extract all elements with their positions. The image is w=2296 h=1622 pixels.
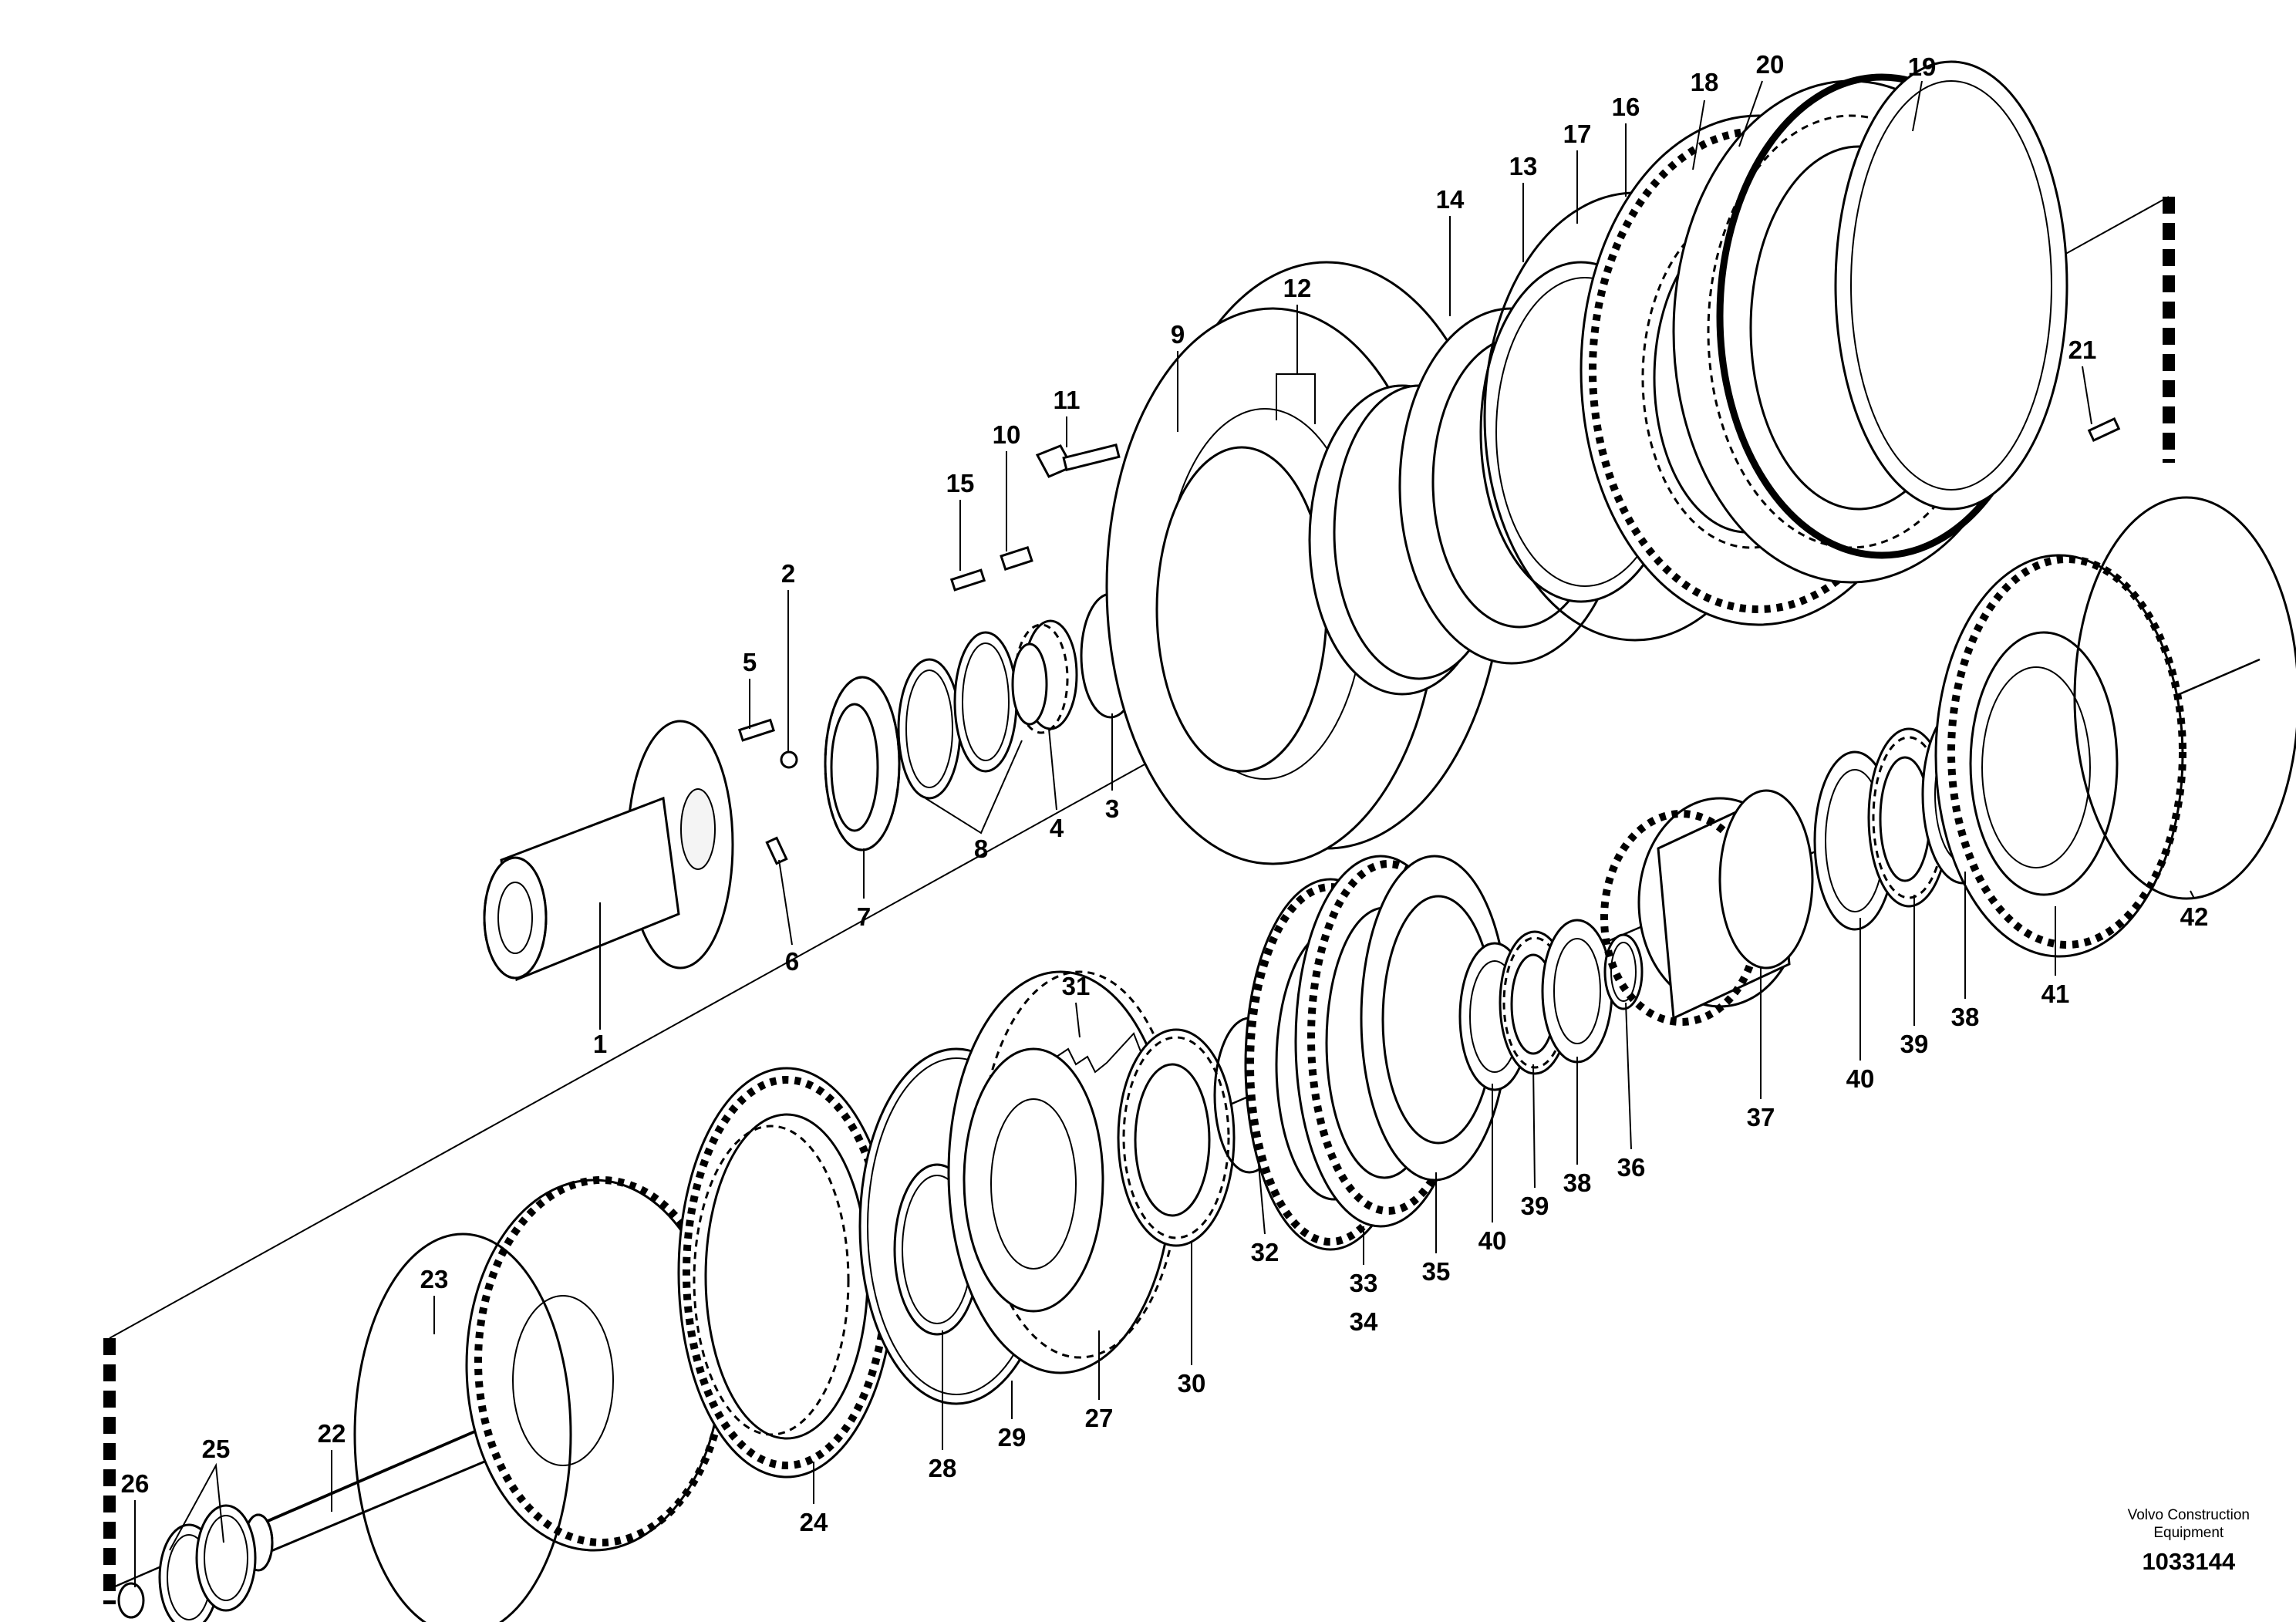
callout-34: 34 — [1350, 1307, 1378, 1336]
part-4-needle-bearing — [1011, 619, 1078, 734]
callout-15: 15 — [946, 469, 975, 497]
callout-9: 9 — [1171, 320, 1185, 349]
part-6-pin — [765, 836, 788, 865]
callout-4: 4 — [1050, 814, 1064, 842]
part-23-snap-ring — [353, 1233, 572, 1622]
callout-19: 19 — [1908, 52, 1937, 81]
callout-37: 37 — [1747, 1103, 1775, 1131]
part-30-plate — [1117, 1028, 1236, 1247]
callout-labels: 1 2 3 4 5 6 7 8 9 10 11 12 13 14 15 16 1… — [121, 50, 2209, 1536]
callout-11: 11 — [1054, 386, 1081, 414]
callout-6: 6 — [785, 947, 799, 976]
callout-38-lower: 38 — [1563, 1168, 1592, 1197]
callout-12: 12 — [1283, 274, 1312, 302]
callout-7: 7 — [857, 902, 871, 931]
drawing-number: 1033144 — [2142, 1548, 2236, 1575]
callout-2: 2 — [781, 559, 795, 588]
callout-16: 16 — [1612, 93, 1640, 121]
part-36-ring — [1603, 933, 1644, 1010]
callout-41: 41 — [2041, 980, 2070, 1008]
callout-36: 36 — [1617, 1153, 1646, 1182]
callout-17: 17 — [1563, 120, 1592, 148]
callout-14: 14 — [1436, 185, 1465, 214]
callout-42: 42 — [2180, 902, 2209, 931]
lower-assembly — [117, 496, 2296, 1622]
brand-name-line-2: Equipment — [2153, 1525, 2224, 1541]
callout-8: 8 — [974, 835, 988, 863]
part-26-ring — [117, 1582, 145, 1619]
drawing-footer: Volvo Construction Equipment 1033144 — [2128, 1506, 2250, 1576]
part-37-hub — [1600, 789, 1814, 1026]
callout-26: 26 — [121, 1469, 150, 1498]
callout-1: 1 — [593, 1030, 607, 1058]
callout-21: 21 — [2068, 336, 2097, 364]
callout-25: 25 — [202, 1435, 231, 1463]
part-7-ring — [824, 676, 901, 851]
callout-32: 32 — [1251, 1238, 1279, 1266]
part-42-snap-ring — [2073, 496, 2296, 900]
callout-35: 35 — [1422, 1257, 1451, 1286]
callout-28: 28 — [929, 1454, 957, 1482]
callout-33: 33 — [1350, 1269, 1378, 1297]
part-41-gear — [1934, 554, 2186, 958]
part-25-seal-rings — [158, 1504, 257, 1622]
callout-20: 20 — [1756, 50, 1785, 79]
callout-39-upper: 39 — [1900, 1030, 1929, 1058]
callout-13: 13 — [1509, 152, 1538, 180]
part-15-pin — [949, 568, 986, 592]
part-38-washer — [1541, 919, 1613, 1064]
part-8-seal-rings — [897, 631, 1018, 800]
callout-24: 24 — [800, 1508, 828, 1536]
part-19-cover — [1834, 60, 2068, 511]
callout-31: 31 — [1062, 972, 1091, 1000]
part-21-pin — [2087, 417, 2121, 442]
leader-lines — [134, 80, 2195, 1587]
part-35-plate — [1360, 855, 1509, 1182]
callout-22: 22 — [318, 1419, 346, 1448]
part-5-pin — [737, 718, 775, 742]
callout-3: 3 — [1105, 794, 1119, 823]
callout-10: 10 — [993, 420, 1021, 449]
callout-18: 18 — [1691, 68, 1719, 96]
callout-5: 5 — [743, 648, 757, 676]
part-11-bolt — [1035, 443, 1121, 478]
part-2-ball — [780, 750, 798, 769]
callout-39-lower: 39 — [1521, 1192, 1549, 1220]
part-27-piston — [947, 970, 1182, 1374]
callout-38-upper: 38 — [1951, 1003, 1980, 1031]
callout-40-lower: 40 — [1478, 1226, 1507, 1255]
callout-27: 27 — [1085, 1404, 1114, 1432]
part-1-shaft — [483, 720, 734, 982]
callout-40-upper: 40 — [1846, 1064, 1875, 1093]
callout-29: 29 — [998, 1423, 1027, 1452]
callout-23: 23 — [420, 1265, 449, 1293]
brand-name-line-1: Volvo Construction — [2127, 1507, 2250, 1523]
part-10-pin — [1000, 545, 1033, 572]
upper-assembly — [483, 60, 2121, 982]
callout-30: 30 — [1178, 1369, 1206, 1398]
